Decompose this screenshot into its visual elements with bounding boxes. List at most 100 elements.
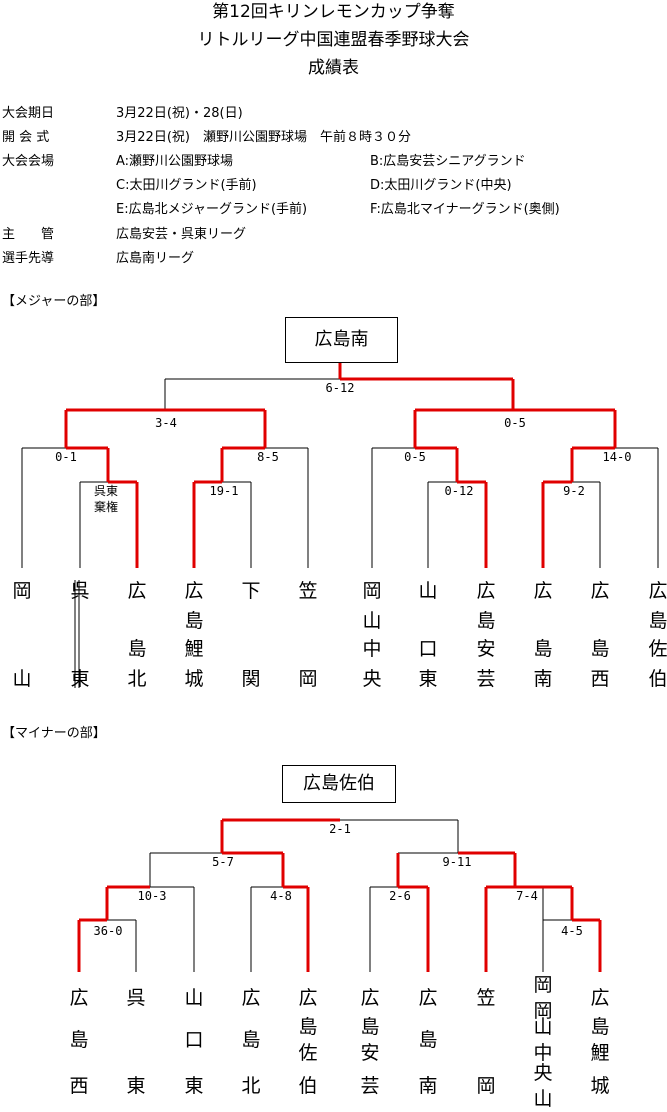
major-bracket: 6-12 3-4 0-5 0-1 8-5 0-5 14-0 19-1 0-12 … (21, 363, 659, 568)
minor-team-char: 広 (360, 987, 380, 1009)
title-line-2: リトルリーグ中国連盟春季野球大会 (197, 30, 470, 50)
minor-score-q1: 10-3 (138, 889, 167, 903)
major-team-char: 岡 (12, 580, 32, 602)
minor-team-char: 山 (184, 987, 204, 1009)
major-score-semi-left: 3-4 (155, 416, 177, 430)
major-team-char: 島 (127, 638, 147, 660)
major-team-char: 鯉 (184, 638, 204, 660)
info-value-venue-a: A:瀬野川公園野球場 (116, 154, 234, 169)
major-team-char: 広 (127, 580, 147, 602)
major-score-r1-2: 0-12 (445, 484, 474, 498)
minor-team-char: 口 (184, 1029, 204, 1051)
minor-team-char: 山 中 (533, 1016, 553, 1064)
major-team-char: 島 (184, 610, 204, 632)
minor-team-char: 伯 (298, 1075, 318, 1097)
minor-team-char: 北 (241, 1075, 261, 1097)
major-team-char: 島 (476, 610, 496, 632)
major-team-char: 山 (12, 668, 32, 690)
minor-team-char: 島 (241, 1029, 261, 1051)
minor-team-char: 南 (418, 1075, 438, 1097)
forfeit-strike (74, 580, 80, 688)
info-value-escort: 広島南リーグ (116, 251, 195, 266)
minor-team-char: 島 安 (360, 1016, 380, 1064)
minor-champion-box: 広島佐伯 (282, 765, 396, 803)
major-team-char: 東 (418, 668, 438, 690)
major-team-char: 山 (362, 610, 382, 632)
major-score-final: 6-12 (326, 381, 355, 395)
major-team-char: 東 (70, 668, 90, 690)
minor-section-label: 【マイナーの部】 (2, 726, 106, 741)
minor-team-char: 岡 (476, 1075, 496, 1097)
major-team-char: 口 (418, 638, 438, 660)
major-team-char: 伯 (648, 668, 667, 690)
minor-team-char: 岡 岡 (533, 974, 553, 1022)
major-score-r1-1: 19-1 (210, 484, 239, 498)
major-team-char: 中 (362, 638, 382, 660)
info-value-dates: 3月22日(祝)・28(日) (116, 106, 243, 121)
major-score-qf2: 8-5 (257, 450, 279, 464)
minor-team-char: 央 山 (533, 1062, 553, 1110)
major-team-char: 広 (476, 580, 496, 602)
minor-team-char: 島 鯉 (590, 1016, 610, 1064)
major-team-char: 広 (648, 580, 667, 602)
info-value-host: 広島安芸・呉東リーグ (116, 227, 247, 242)
major-champion-box: 広島南 (285, 317, 398, 363)
major-team-char: 広 (590, 580, 610, 602)
major-team-char: 呉 (70, 580, 90, 602)
info-label-host: 主 管 (2, 227, 55, 242)
minor-score-sf2: 9-11 (443, 855, 472, 869)
major-team-char: 佐 (648, 638, 667, 660)
major-team-char: 島 (533, 638, 553, 660)
minor-team-char: 島 (418, 1029, 438, 1051)
minor-team-char: 広 (418, 987, 438, 1009)
info-value-venue-e: E:広島北メジャーグランド(手前) (116, 202, 308, 217)
major-team-char: 岡 (362, 580, 382, 602)
minor-team-char: 広 (298, 987, 318, 1009)
minor-team-char: 広 (241, 987, 261, 1009)
info-label-venue: 大会会場 (2, 154, 55, 169)
minor-team-char: 西 (69, 1075, 89, 1097)
major-team-char: 広 (533, 580, 553, 602)
major-team-char: 西 (590, 668, 610, 690)
minor-score-r2: 4-5 (561, 924, 583, 938)
info-label-opening: 開 会 式 (2, 130, 50, 145)
info-label-escort: 選手先導 (2, 251, 55, 266)
minor-bracket: 2-1 5-7 9-11 10-3 4-8 2-6 7-4 36-0 4-5 (77, 818, 602, 972)
major-team-char: 広 (184, 580, 204, 602)
minor-team-char: 島 (69, 1029, 89, 1051)
major-team-char: 笠 (298, 580, 318, 602)
info-value-venue-c: C:太田川グランド(手前) (116, 178, 257, 193)
minor-team-char: 城 (590, 1075, 610, 1097)
minor-team-char: 東 (126, 1075, 146, 1097)
info-label-dates: 大会期日 (2, 106, 55, 121)
minor-team-char: 島 佐 (298, 1016, 318, 1064)
title-line-1: 第12回キリンレモンカップ争奪 (212, 2, 455, 22)
minor-team-char: 芸 (360, 1075, 380, 1097)
major-team-char: 島 (648, 610, 667, 632)
title-line-3: 成績表 (308, 58, 359, 78)
major-score-semi-right: 0-5 (504, 416, 526, 430)
info-value-opening: 3月22日(祝) 瀬野川公園野球場 午前８時３０分 (116, 130, 411, 145)
info-value-venue-b: B:広島安芸シニアグランド (370, 154, 526, 169)
major-score-r1-3: 9-2 (563, 484, 585, 498)
minor-team-char: 呉 (126, 987, 146, 1009)
info-value-venue-f: F:広島北マイナーグランド(奥側) (370, 202, 560, 217)
minor-team-char: 東 (184, 1075, 204, 1097)
major-score-qf1: 0-1 (55, 450, 77, 464)
major-team-char: 安 (476, 638, 496, 660)
major-team-char: 央 (362, 668, 382, 690)
minor-team-char: 広 (590, 987, 610, 1009)
major-team-char: 城 (184, 668, 204, 690)
major-team-char: 下 (241, 580, 261, 602)
minor-score-r1: 36-0 (94, 924, 123, 938)
minor-score-q3: 2-6 (389, 889, 411, 903)
major-team-char: 北 (127, 668, 147, 690)
minor-score-final: 2-1 (329, 822, 351, 836)
major-score-qf3: 0-5 (404, 450, 426, 464)
major-team-char: 山 (418, 580, 438, 602)
major-score-qf4: 14-0 (603, 450, 632, 464)
info-value-venue-d: D:太田川グランド(中央) (370, 178, 512, 193)
minor-team-char: 笠 (476, 987, 496, 1009)
major-forfeit-note: 呉東 棄権 (93, 484, 118, 514)
major-section-label: 【メジャーの部】 (2, 294, 106, 309)
